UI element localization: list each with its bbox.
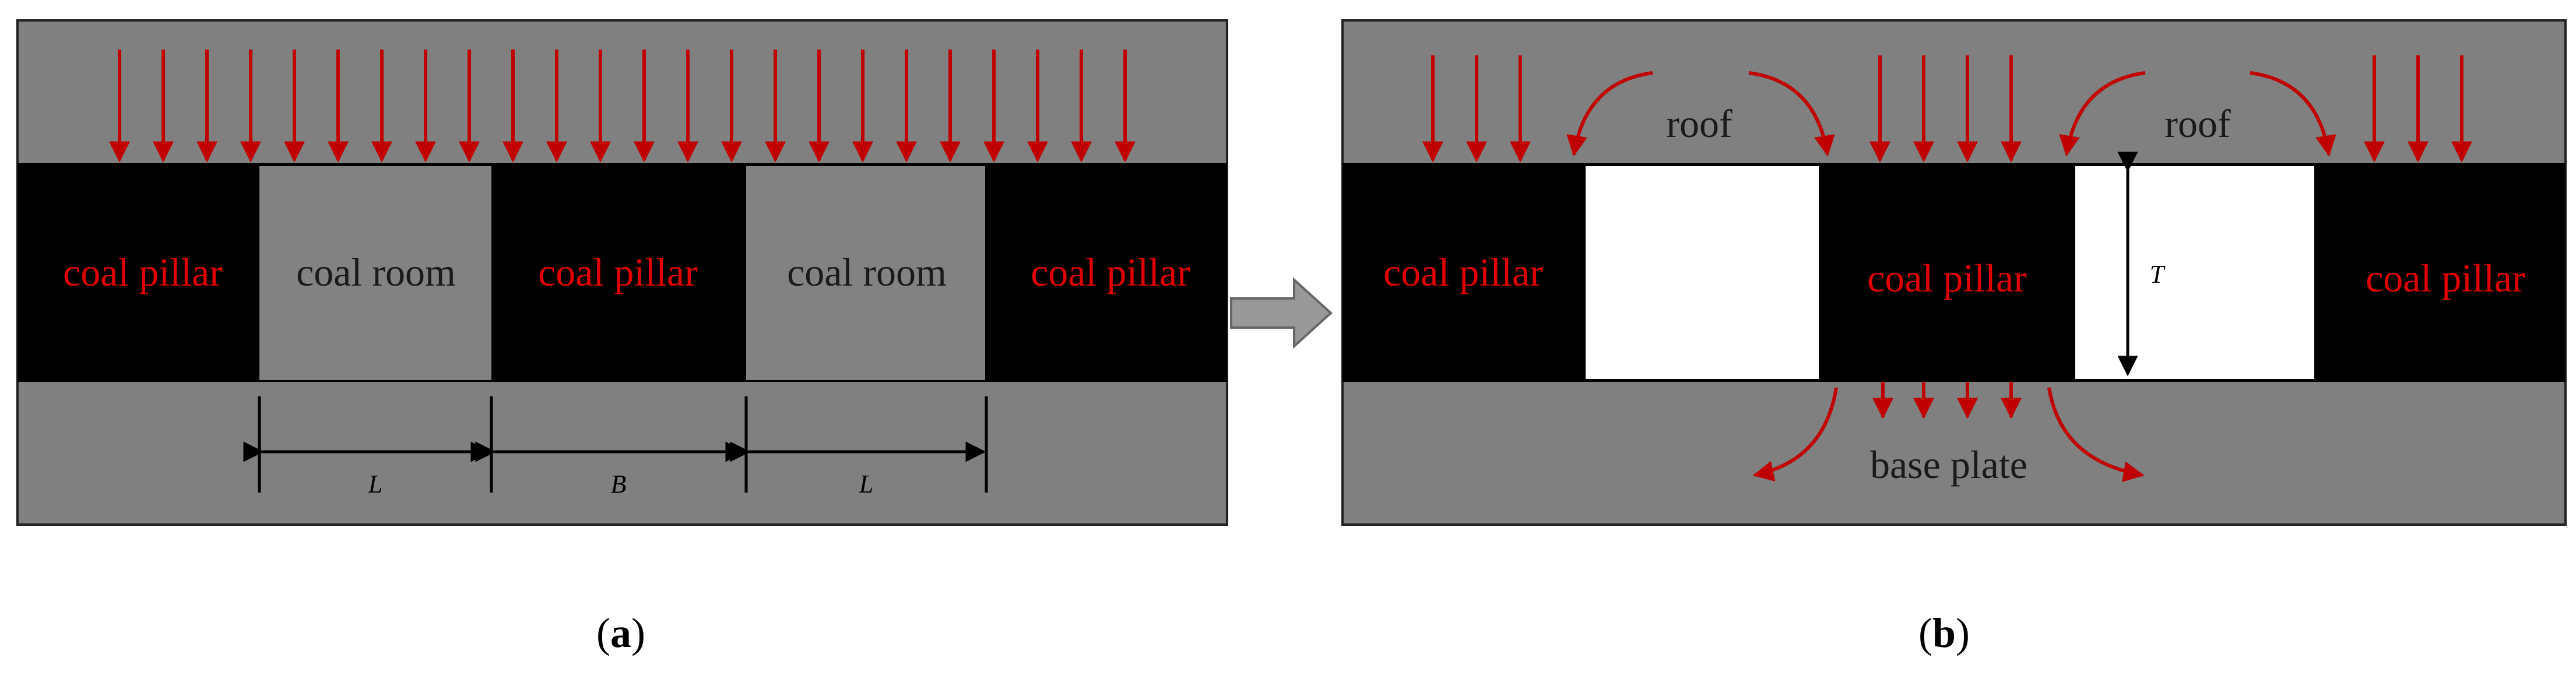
- panel-a-room-right-label: coal room: [787, 250, 947, 294]
- panel-b-pillar-mid-label: coal pillar: [1867, 256, 2027, 300]
- panel-a-room-right: [746, 166, 985, 380]
- panel-b-void-right: [2075, 166, 2314, 379]
- panel-a-dim-l-right: L: [859, 470, 873, 498]
- panel-a-dim-b: B: [611, 470, 627, 498]
- panel-b-void-left: [1586, 166, 1819, 379]
- panel-b-dim-t: T: [2150, 260, 2166, 289]
- panel-a-load-arrows: [109, 50, 1136, 163]
- panel-a-pillar-mid-label: coal pillar: [538, 250, 698, 294]
- panel-b-floor-arrows: [1872, 382, 2022, 419]
- panel-b-pillar-right-label: coal pillar: [2366, 256, 2525, 300]
- panel-b-heave-arrows: [1752, 387, 2145, 483]
- panel-b: roof roof coal pillar coal pillar coal p…: [1341, 19, 2567, 656]
- panel-b-base-label: base plate: [1870, 442, 2027, 487]
- panel-a-dimension-lines: [243, 396, 988, 493]
- panel-b-seam: [1343, 163, 2566, 382]
- panel-b-roof-arrows: [1566, 71, 2336, 157]
- panel-a-caption: (a): [596, 610, 645, 656]
- panel-a-room-left-label: coal room: [296, 250, 456, 294]
- panel-b-caption: (b): [1918, 610, 1970, 656]
- panel-a: coal pillar coal room coal pillar coal r…: [16, 19, 1228, 656]
- panel-b-roof-right-label: roof: [2164, 101, 2231, 146]
- panel-a-pillar-right-label: coal pillar: [1031, 250, 1190, 294]
- panel-a-pillar-left-label: coal pillar: [63, 250, 223, 294]
- panel-a-seam: [17, 163, 1227, 382]
- panel-b-roof-left-label: roof: [1666, 101, 1732, 146]
- panel-a-dim-l-left: L: [368, 470, 382, 498]
- transition-arrow: [1230, 277, 1333, 349]
- panel-b-pillar-left-label: coal pillar: [1383, 250, 1543, 294]
- panel-a-room-left: [259, 166, 491, 380]
- panel-b-load-arrows: [1422, 55, 2472, 163]
